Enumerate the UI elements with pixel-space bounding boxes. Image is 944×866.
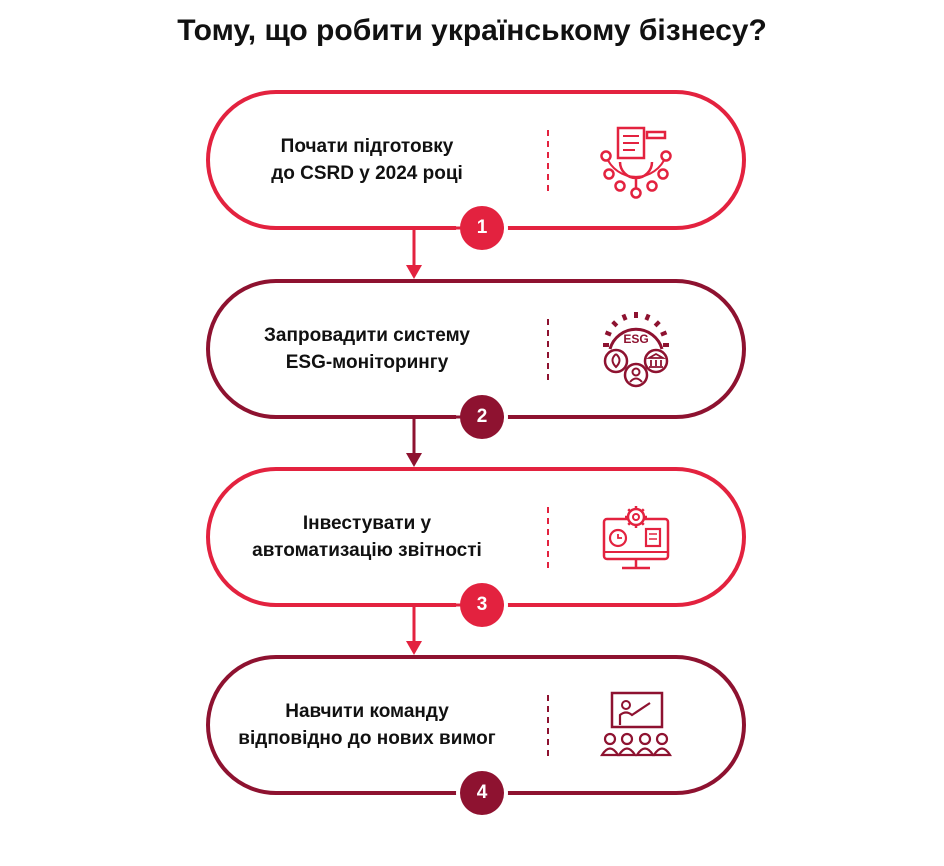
step-label-line-1: Навчити команду: [285, 701, 449, 722]
step-label-line-1: Почати підготовку: [280, 136, 454, 157]
step-label-line-2: ESG-моніторингу: [285, 352, 449, 373]
step-number: 1: [476, 217, 488, 238]
connector-arrow: [406, 415, 504, 467]
step-1: [206, 90, 746, 254]
step-label: Навчити команду відповідно до нових вимог: [202, 698, 532, 752]
step-number: 3: [476, 594, 488, 615]
connector-arrow: [406, 603, 504, 655]
step-label-line-1: Інвестувати у: [302, 513, 432, 534]
svg-text:ESG: ESG: [623, 332, 648, 346]
step-label: Інвестувати у автоматизацію звітності: [202, 510, 532, 564]
step-label-line-2: відповідно до нових вимог: [238, 728, 496, 749]
step-3: [206, 467, 746, 631]
step-4: [206, 655, 746, 819]
step-label-line-2: до CSRD у 2024 році: [271, 163, 463, 184]
step-number: 2: [476, 406, 488, 427]
connector-arrow: [406, 226, 504, 279]
step-2: ESG: [206, 279, 746, 443]
automation-monitor-icon: [602, 506, 670, 570]
step-label-line-1: Запровадити систему: [264, 325, 470, 346]
step-number: 4: [476, 782, 488, 803]
step-label-line-2: автоматизацію звітності: [252, 540, 482, 561]
step-label: Почати підготовку до CSRD у 2024 році: [202, 133, 532, 187]
training-presentation-icon: [600, 691, 672, 757]
step-number-badge: [460, 771, 504, 815]
document-network-icon: [600, 126, 672, 199]
esg-gear-icon: ESG: [603, 312, 669, 388]
page-title: Тому, що робити українському бізнесу?: [177, 14, 767, 47]
